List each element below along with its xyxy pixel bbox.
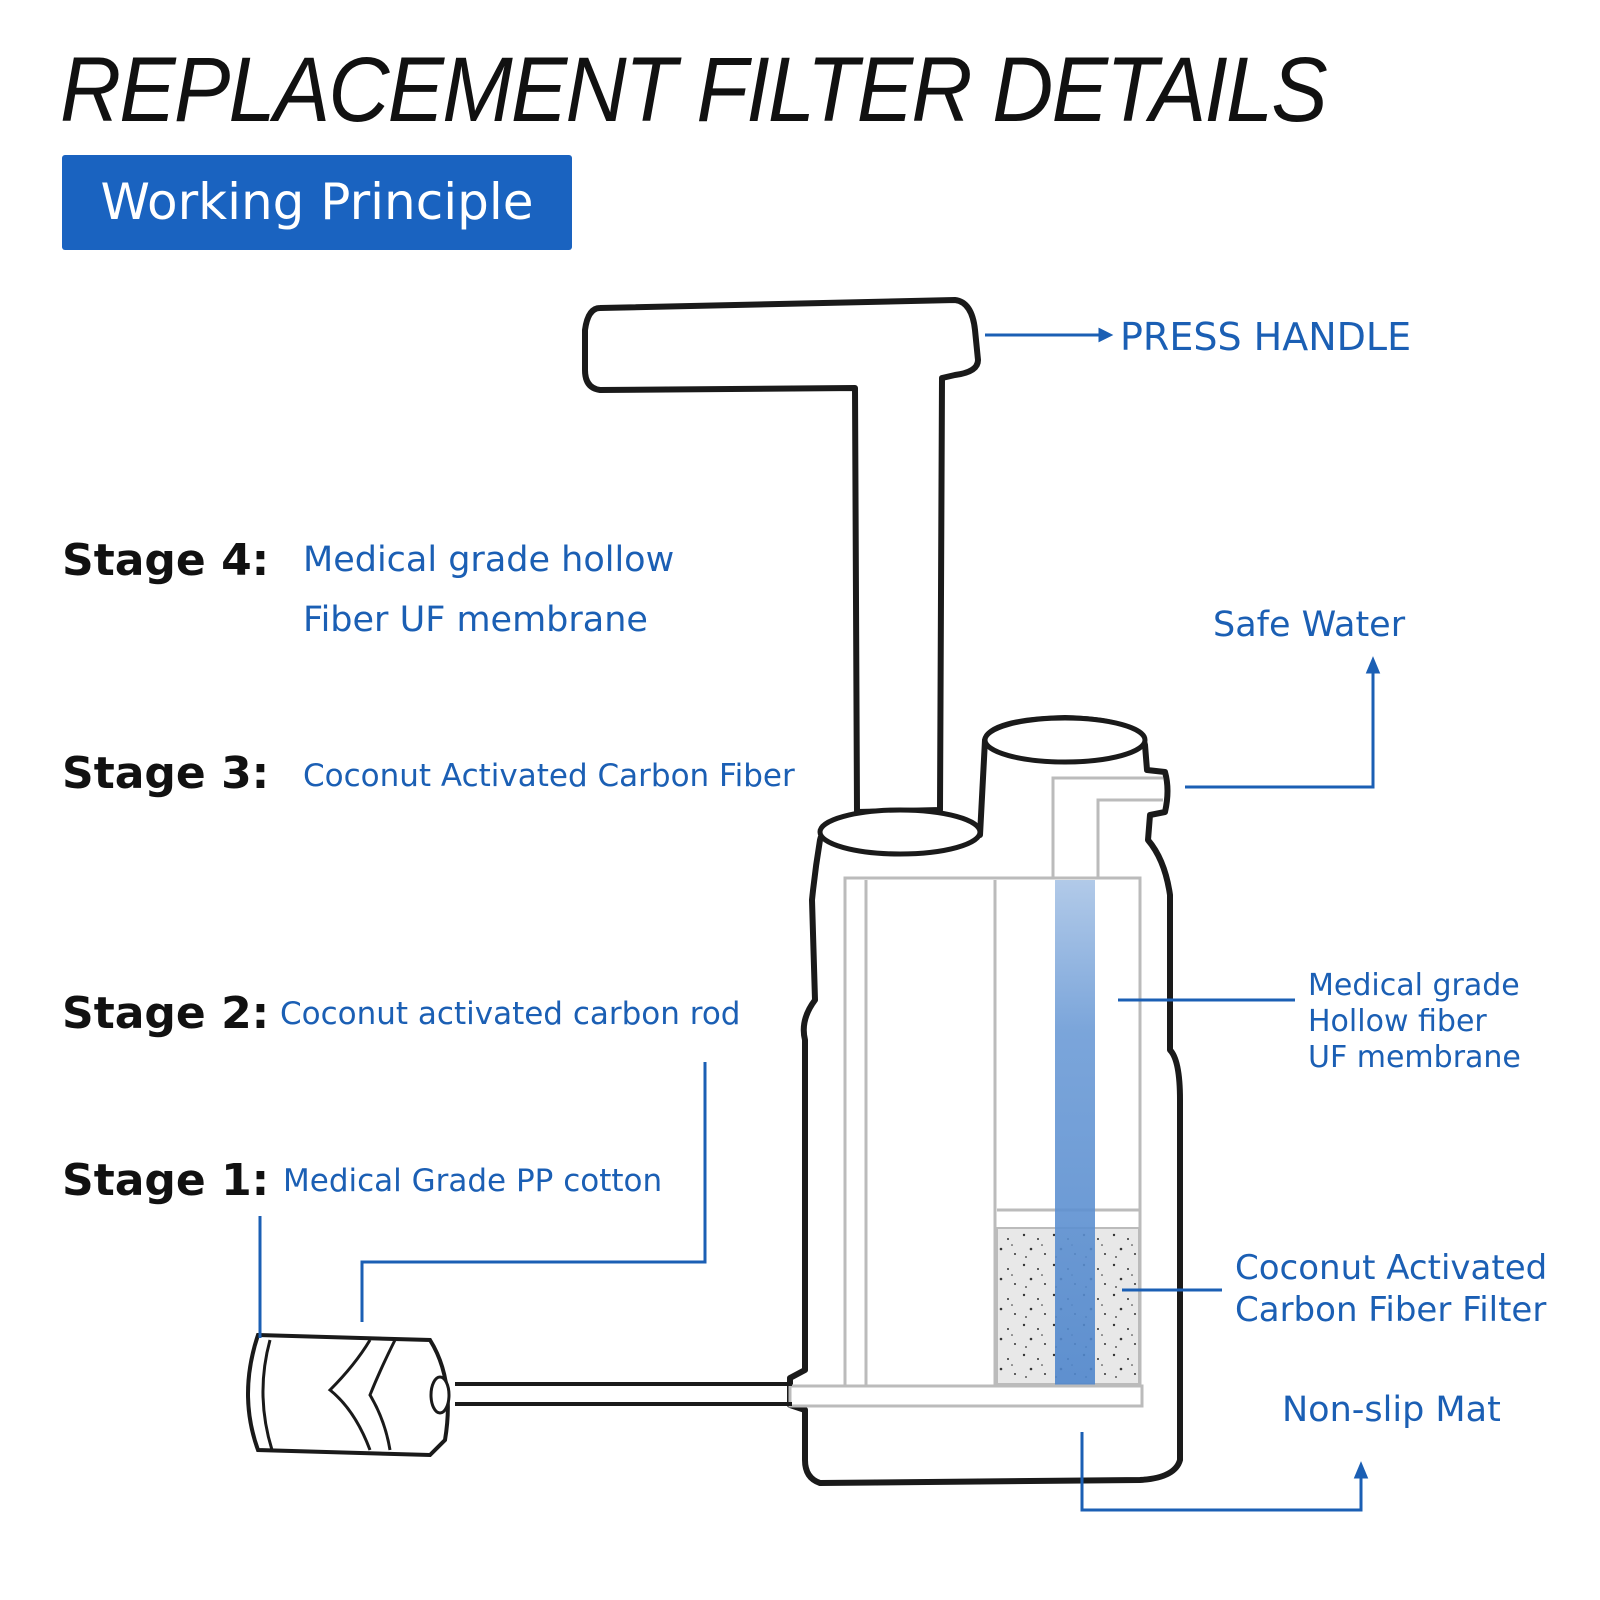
stage-4-desc-line2: Fiber UF membrane xyxy=(303,600,648,640)
press-handle-shape xyxy=(582,297,981,815)
outlet-tube xyxy=(1051,776,1163,878)
callout-lines xyxy=(258,327,1381,1512)
water-column xyxy=(1055,880,1095,1385)
stage-3-label: Stage 3: xyxy=(62,748,270,799)
non-slip-mat-label: Non-slip Mat xyxy=(1282,1390,1501,1430)
handle-port-ellipse xyxy=(817,807,983,857)
pp-cotton-prefilter xyxy=(246,1332,450,1458)
membrane-label-line3: UF membrane xyxy=(1308,1040,1521,1075)
safe-water-label: Safe Water xyxy=(1213,605,1406,645)
membrane-label-line2: Hollow fiber xyxy=(1308,1004,1487,1039)
carbon-filter-label-line1: Coconut Activated xyxy=(1235,1248,1548,1288)
press-handle-label: PRESS HANDLE xyxy=(1120,315,1412,359)
base-tray xyxy=(788,1384,1144,1408)
stage-1-label: Stage 1: xyxy=(62,1155,270,1206)
stage-4-desc-line1: Medical grade hollow xyxy=(303,540,675,580)
membrane-label-line1: Medical grade xyxy=(1308,968,1520,1003)
stage-1-desc: Medical Grade PP cotton xyxy=(283,1163,663,1199)
page-title: REPLACEMENT FILTER DETAILS xyxy=(60,39,1328,141)
stage-2-label: Stage 2: xyxy=(62,988,270,1039)
working-principle-badge: Working Principle xyxy=(62,155,572,250)
stage-4-label: Stage 4: xyxy=(62,535,270,586)
stage-3-desc: Coconut Activated Carbon Fiber xyxy=(303,758,795,794)
outlet-top-ellipse xyxy=(982,715,1148,765)
carbon-filter-label-line2: Carbon Fiber Filter xyxy=(1235,1290,1547,1330)
stage-2-desc: Coconut activated carbon rod xyxy=(280,996,741,1032)
